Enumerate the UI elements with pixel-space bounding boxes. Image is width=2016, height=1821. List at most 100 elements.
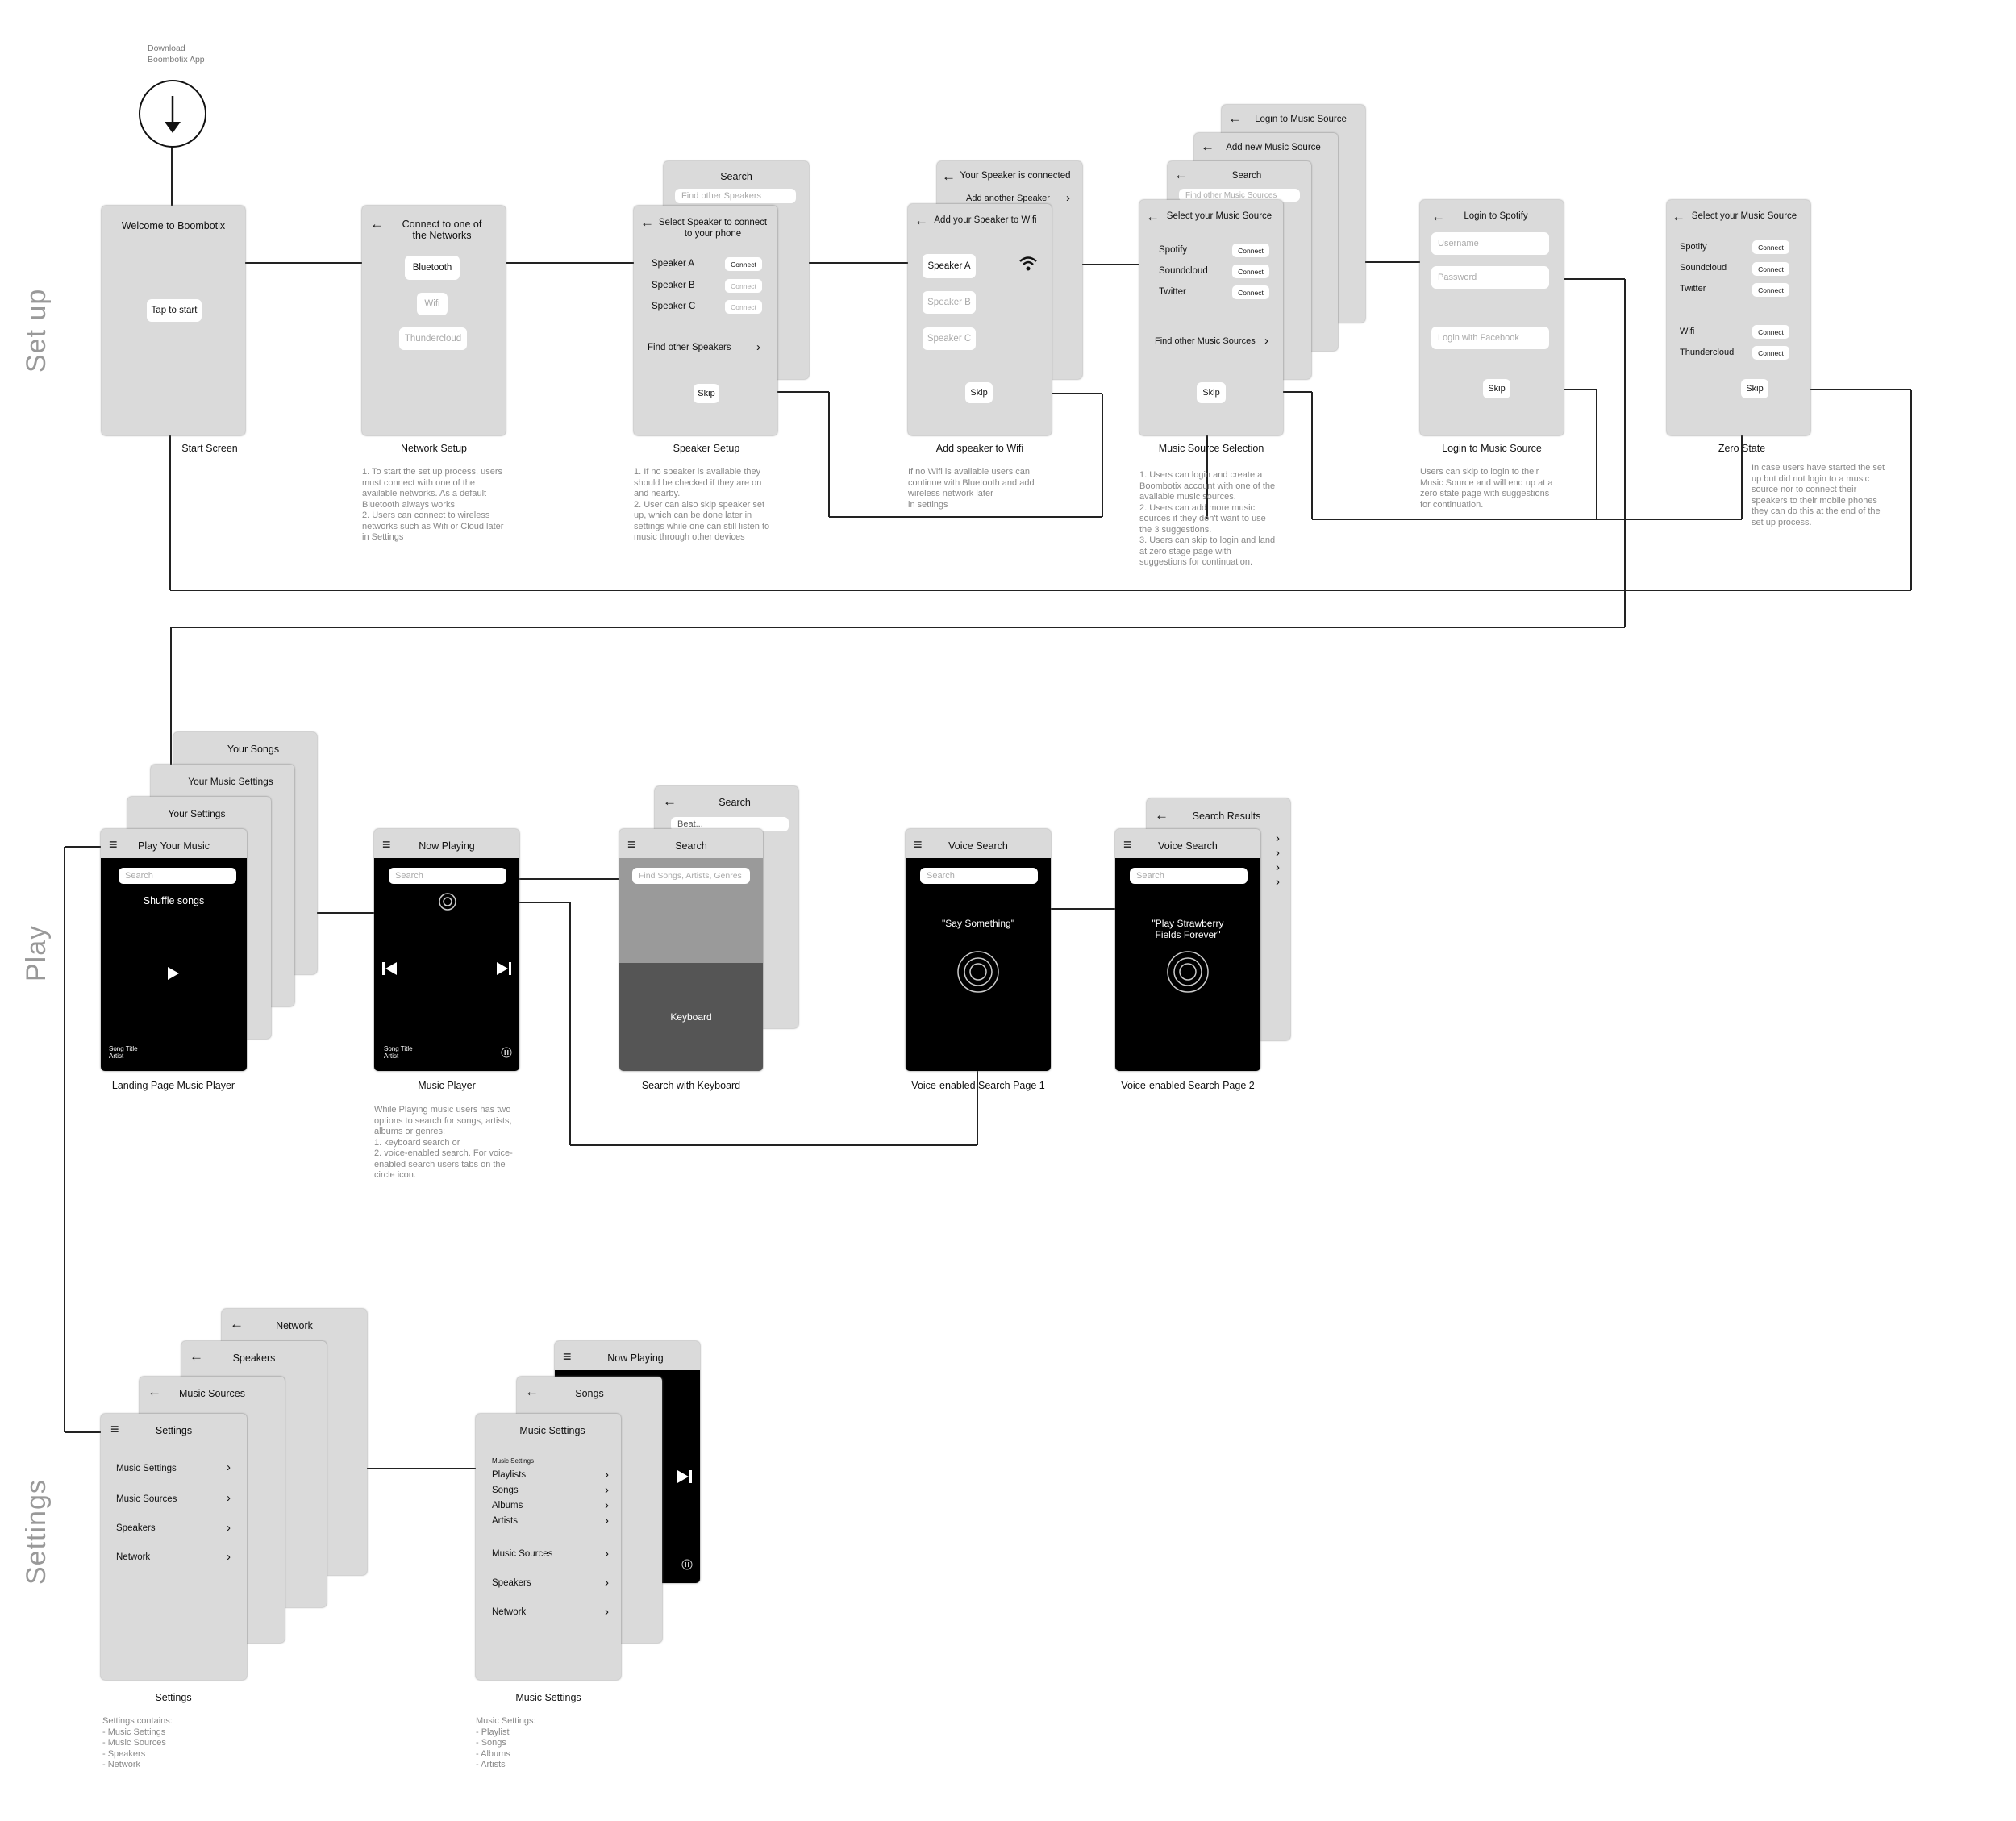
soundcloud-connect[interactable]: Connect [1232,265,1269,278]
pause-icon[interactable] [501,1047,512,1062]
bluetooth-option[interactable]: Bluetooth [405,256,460,280]
soundcloud-label: Soundcloud [1159,266,1208,276]
voice2-search-input[interactable]: Search [1130,868,1248,884]
twitter-connect[interactable]: Connect [1232,285,1269,299]
speaker-title: Select Speaker to connect to your phone [658,218,768,239]
hamburger-menu-icon[interactable]: ≡ [1123,836,1132,852]
music-settings-item-playlists[interactable]: Playlists [492,1470,527,1480]
play-icon[interactable] [168,967,179,984]
music-settings-item-speakers[interactable]: Speakers [492,1578,531,1588]
stack-title: Music Sources [179,1388,245,1399]
download-label: Download Boombotix App [148,44,205,65]
landing-search-input[interactable]: Search [119,868,236,884]
source-desc: 1. Users can login and create a Boomboti… [1139,470,1276,567]
back-arrow-icon[interactable]: ← [1155,807,1168,823]
wifi-speaker-c-option[interactable]: Speaker C [923,327,976,350]
next-track-icon[interactable] [497,962,511,979]
music-settings-item-artists[interactable]: Artists [492,1516,518,1526]
previous-track-icon[interactable] [382,962,397,979]
facebook-login-button[interactable]: Login with Facebook [1431,327,1549,349]
back-arrow-icon[interactable]: ← [1201,139,1214,154]
find-other-speakers-link[interactable]: Find other Speakers [648,343,731,352]
twitter-connect[interactable]: Connect [1752,283,1789,297]
speaker-c-connect[interactable]: Connect [725,300,762,314]
find-music-sources-input[interactable]: Find other Music Sources [1179,189,1300,202]
wifi-option[interactable]: Wifi [417,293,448,315]
settings-item-network[interactable]: Network [116,1552,151,1562]
keyboard[interactable]: Keyboard [619,963,763,1071]
pause-icon[interactable] [681,1559,693,1574]
chevron-right-icon: › [756,340,760,354]
back-arrow-icon[interactable]: ← [370,216,384,231]
music-settings-item-songs[interactable]: Songs [492,1486,519,1495]
music-settings-item-albums[interactable]: Albums [492,1501,523,1511]
back-arrow-icon[interactable]: ← [148,1384,161,1399]
source-skip-button[interactable]: Skip [1197,382,1226,403]
back-arrow-icon[interactable]: ← [1146,209,1160,224]
speaker-b-label: Speaker B [652,281,695,290]
back-arrow-icon[interactable]: ← [942,169,956,184]
thundercloud-connect[interactable]: Connect [1752,346,1789,360]
add-another-speaker-link[interactable]: Add another Speaker [966,194,1050,203]
keyboard-search-input[interactable]: Find Songs, Artists, Genres [632,868,750,884]
settings-item-speakers[interactable]: Speakers [116,1523,156,1533]
twitter-label: Twitter [1680,284,1706,294]
wifi-setup-screen: ← Add your Speaker to Wifi Speaker A Spe… [908,204,1052,435]
back-arrow-icon[interactable]: ← [230,1316,244,1331]
voice1-search-input[interactable]: Search [920,868,1038,884]
settings-item-music-settings[interactable]: Music Settings [116,1464,177,1473]
speaker-b-connect[interactable]: Connect [725,279,762,293]
back-arrow-icon[interactable]: ← [1174,167,1188,182]
soundcloud-connect[interactable]: Connect [1752,262,1789,276]
find-music-sources-link[interactable]: Find other Music Sources [1155,336,1256,346]
voice-circle-icon[interactable] [956,950,1000,998]
hamburger-menu-icon[interactable]: ≡ [382,836,391,852]
download-arrow-icon[interactable] [139,80,206,148]
back-arrow-icon[interactable]: ← [525,1384,539,1399]
speaker-skip-button[interactable]: Skip [694,384,719,403]
chevron-right-icon: › [605,1576,609,1590]
landing-player-screen: ≡ Play Your Music Search Shuffle songs S… [101,829,247,1071]
speaker-connected-title: Your Speaker is connected [960,171,1071,181]
spotify-connect[interactable]: Connect [1232,244,1269,257]
login-screen: ← Login to Spotify Username Password Log… [1420,200,1564,435]
back-arrow-icon[interactable]: ← [663,794,677,809]
password-input[interactable]: Password [1431,266,1549,289]
hamburger-menu-icon[interactable]: ≡ [109,836,118,852]
back-arrow-icon[interactable]: ← [640,215,654,230]
back-arrow-icon[interactable]: ← [914,213,928,228]
music-settings-item-network[interactable]: Network [492,1607,527,1617]
wifi-speaker-b-option[interactable]: Speaker B [923,291,976,314]
back-arrow-icon[interactable]: ← [190,1348,203,1364]
tap-to-start-button[interactable]: Tap to start [147,299,202,322]
voice-circle-icon[interactable] [438,892,457,915]
search-back-input[interactable]: Beat... [671,817,789,831]
hamburger-menu-icon[interactable]: ≡ [563,1348,572,1365]
username-input[interactable]: Username [1431,232,1549,255]
player-search-input[interactable]: Search [389,868,506,884]
hamburger-menu-icon[interactable]: ≡ [627,836,636,852]
wifi-skip-button[interactable]: Skip [965,382,993,403]
music-settings-item-music-sources[interactable]: Music Sources [492,1549,553,1559]
music-settings-title: Music Settings [519,1425,585,1436]
spotify-connect[interactable]: Connect [1752,240,1789,254]
thundercloud-option[interactable]: Thundercloud [399,327,467,350]
zero-skip-button[interactable]: Skip [1741,379,1768,398]
next-track-icon[interactable] [677,1470,692,1487]
wifi-speaker-a-option[interactable]: Speaker A [923,254,976,278]
hamburger-menu-icon[interactable]: ≡ [110,1421,119,1437]
hamburger-menu-icon[interactable]: ≡ [914,836,923,852]
wifi-connect[interactable]: Connect [1752,325,1789,339]
settings-item-music-sources[interactable]: Music Sources [116,1494,177,1504]
back-arrow-icon[interactable]: ← [1431,209,1445,224]
shuffle-songs-label[interactable]: Shuffle songs [143,895,205,906]
chevron-right-icon: › [605,1514,609,1527]
find-speakers-input[interactable]: Find other Speakers [675,189,796,203]
voice1-caption: Voice-enabled Search Page 1 [911,1080,1045,1091]
speaker-a-connect[interactable]: Connect [725,257,762,271]
back-arrow-icon[interactable]: ← [1228,110,1242,126]
voice-circle-icon[interactable] [1166,950,1210,998]
settings-title: Settings [155,1425,193,1436]
login-skip-button[interactable]: Skip [1483,379,1510,398]
back-arrow-icon[interactable]: ← [1672,209,1685,224]
